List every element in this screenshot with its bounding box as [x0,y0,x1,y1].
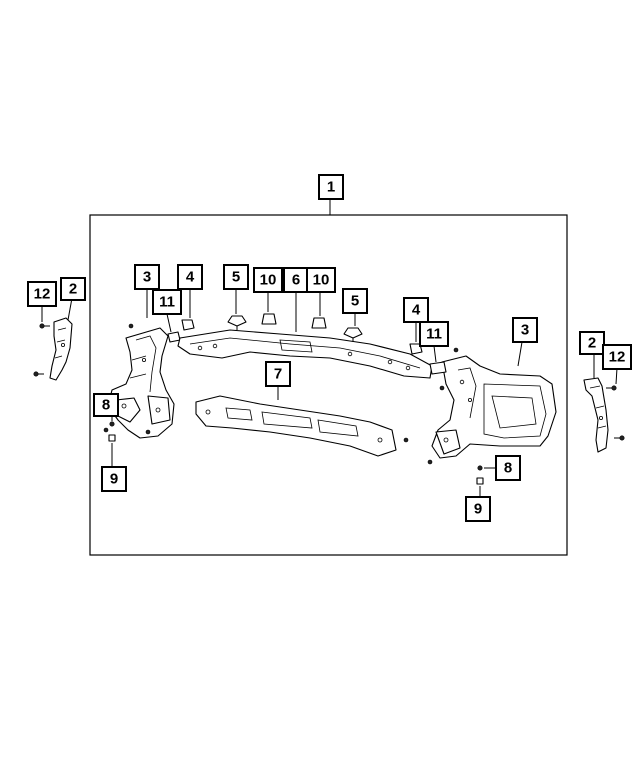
bolt-8-right [477,465,483,471]
svg-text:6: 6 [292,272,300,289]
push-pin-5-right [343,327,363,342]
callout-1: 1 [318,174,344,200]
callout-10-left: 10 [253,267,283,293]
nut-11-right [429,361,447,375]
svg-text:10: 10 [260,272,277,289]
svg-text:5: 5 [232,269,240,286]
callout-10-right: 10 [306,267,336,293]
screw-12-left-b [33,371,44,377]
callout-3-left: 3 [134,264,160,290]
clip-small-right [427,347,459,465]
callout-5-right: 5 [342,288,368,314]
svg-text:11: 11 [426,326,442,343]
callout-8-left: 8 [93,393,119,417]
svg-text:10: 10 [313,272,330,289]
callout-7: 7 [265,361,291,387]
callout-11-left: 11 [152,289,182,315]
bumper-10-right [311,317,327,329]
lower-crossmember-part [195,395,397,457]
svg-text:5: 5 [351,293,359,310]
clip-small-left [103,323,151,435]
leader-2-left [67,297,73,321]
callout-3-right: 3 [512,317,538,343]
svg-text:8: 8 [102,397,110,414]
assembly-frame [89,214,568,556]
callout-2-right: 2 [579,331,605,355]
callout-6: 6 [283,267,309,293]
push-pin-5-left [227,315,247,330]
left-radiator-support-part [107,327,175,439]
svg-text:4: 4 [412,302,421,319]
svg-text:3: 3 [143,269,151,286]
svg-text:2: 2 [69,281,77,298]
callout-11-right: 11 [419,321,449,347]
svg-text:12: 12 [609,349,626,366]
callout-4-right: 4 [403,297,429,323]
upper-crossmember-part [177,329,433,379]
svg-text:8: 8 [504,460,512,477]
nut-11-left [167,331,181,343]
svg-text:11: 11 [159,294,175,311]
svg-text:2: 2 [588,335,596,352]
leader-11-left [166,313,172,333]
left-bracket-part [49,317,73,381]
right-bracket-part [583,377,609,453]
clip-4-left [181,319,195,331]
screw-12-left-a [39,323,50,329]
nut-9-right [476,477,484,485]
callout-2-left: 2 [60,277,86,301]
svg-text:9: 9 [110,471,118,488]
right-radiator-support-part [431,355,557,459]
bumper-10-left [261,313,277,325]
clip-small-lower [403,437,409,443]
callout-5-left: 5 [223,264,249,290]
svg-text:7: 7 [274,366,282,383]
nut-9-left [108,434,116,442]
leader-12-right [615,367,618,385]
svg-text:3: 3 [521,322,529,339]
callout-4-left: 4 [177,264,203,290]
callout-9-left: 9 [101,466,127,492]
bolt-8-left [109,421,115,427]
callout-12-right: 12 [602,344,632,370]
svg-text:1: 1 [327,179,335,196]
svg-text:4: 4 [186,269,195,286]
callout-8-right: 8 [495,455,521,481]
leader-11-right [433,345,437,363]
screw-12-right-a [606,385,617,391]
callout-9-right: 9 [465,496,491,522]
svg-text:12: 12 [34,286,51,303]
leader-3-right [517,341,523,367]
svg-text:9: 9 [474,501,482,518]
screw-12-right-b [614,435,625,441]
callout-12-left: 12 [27,281,57,307]
